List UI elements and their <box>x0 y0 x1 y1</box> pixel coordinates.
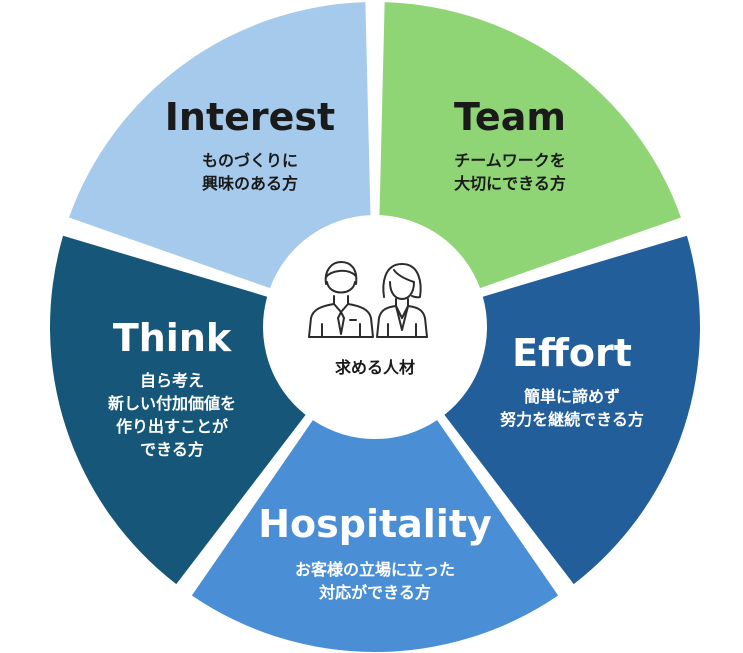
segment-title-think: Think <box>113 316 232 360</box>
segment-desc-interest: 興味のある方 <box>202 174 298 193</box>
center-hub: 求める人材 <box>265 217 485 437</box>
segment-desc-think: 作り出すことが <box>116 417 228 436</box>
segment-title-hospitality: Hospitality <box>258 502 492 546</box>
segment-title-effort: Effort <box>512 331 632 375</box>
segment-desc-interest: ものづくりに <box>202 151 298 170</box>
segment-effort <box>444 235 700 585</box>
segments-layer <box>50 2 700 652</box>
segment-desc-think: できる方 <box>140 440 204 459</box>
center-label: 求める人材 <box>335 358 415 377</box>
segment-desc-effort: 努力を継続できる方 <box>500 410 644 429</box>
segment-desc-team: 大切にできる方 <box>454 174 566 193</box>
segment-title-team: Team <box>454 95 566 139</box>
segment-interest <box>69 2 371 289</box>
segment-hospitality <box>191 420 559 652</box>
man-icon <box>308 261 374 338</box>
segment-title-interest: Interest <box>165 95 335 139</box>
segment-team <box>379 2 681 289</box>
woman-icon <box>376 263 428 338</box>
people-icon <box>308 261 428 338</box>
center-circle <box>265 217 485 437</box>
segment-desc-effort: 簡単に諦めず <box>523 387 620 406</box>
segment-desc-team: チームワークを <box>454 151 566 170</box>
segment-desc-hospitality: お客様の立場に立った <box>295 560 455 579</box>
segment-think <box>50 235 306 585</box>
segment-desc-think: 新しい付加価値を <box>108 394 236 413</box>
segment-desc-think: 自ら考え <box>140 371 204 390</box>
segment-desc-hospitality: 対応ができる方 <box>318 583 431 602</box>
